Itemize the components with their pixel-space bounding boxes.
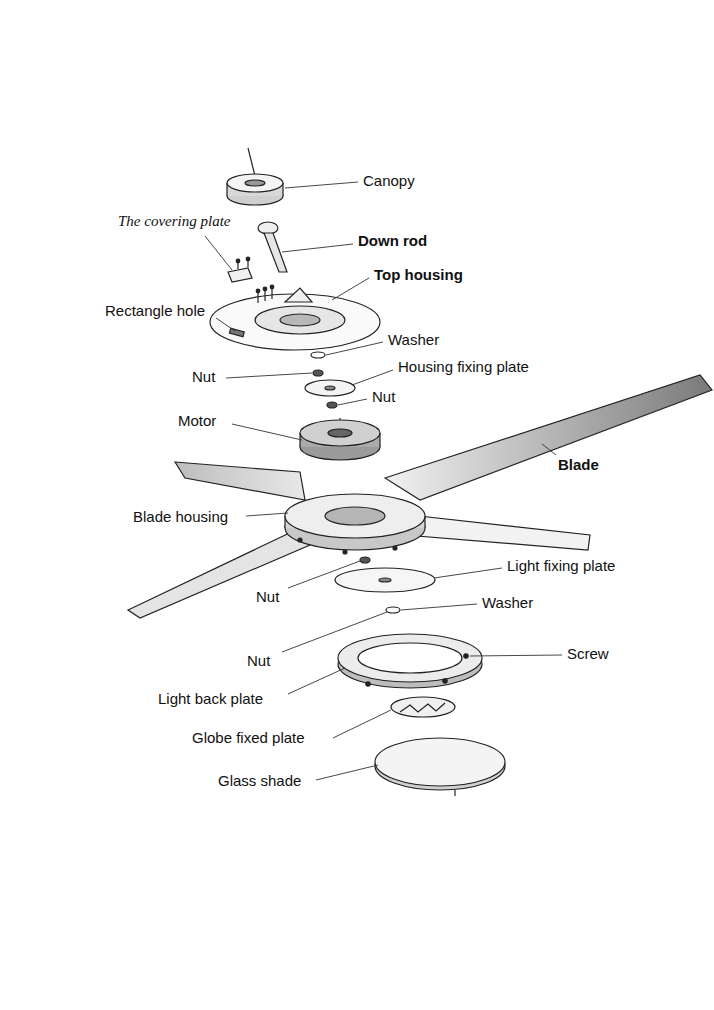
part-label: Screw xyxy=(567,645,609,663)
glass-shade-tip xyxy=(454,790,455,796)
housing-fixing-plate xyxy=(305,380,355,396)
part-label: Blade xyxy=(558,456,599,474)
plate-hole xyxy=(325,386,335,390)
screw-head xyxy=(256,289,260,293)
canopy-hole xyxy=(245,180,265,186)
leader-line xyxy=(352,370,393,385)
light-back-plate xyxy=(338,634,482,682)
leader-line xyxy=(285,182,358,188)
leader-line xyxy=(226,373,312,378)
part-label: Glass shade xyxy=(218,772,301,790)
glass-shade xyxy=(375,738,505,786)
blade xyxy=(405,515,590,550)
plate-hole xyxy=(379,578,391,582)
leader-line xyxy=(246,513,288,516)
screw xyxy=(298,538,302,542)
part-label: Light fixing plate xyxy=(507,557,615,575)
globe-fixed-plate xyxy=(391,697,455,717)
part-label: Nut xyxy=(372,388,395,406)
nut xyxy=(327,402,337,408)
part-label: Washer xyxy=(388,331,439,349)
part-label: Down rod xyxy=(358,232,427,250)
leader-line xyxy=(542,444,556,455)
screw xyxy=(393,546,397,550)
part-label: Top housing xyxy=(374,266,463,284)
leader-line xyxy=(338,399,367,405)
light-fixing-plate xyxy=(335,568,435,592)
part-label: Light back plate xyxy=(158,690,263,708)
part-label: Washer xyxy=(482,594,533,612)
blade-housing-top xyxy=(285,494,425,538)
leader-line xyxy=(288,668,345,694)
screw xyxy=(366,682,370,686)
canopy-top xyxy=(227,174,283,192)
nut xyxy=(313,370,323,376)
down-rod xyxy=(264,233,287,272)
nut xyxy=(360,557,370,563)
leader-line xyxy=(470,655,562,656)
leader-line xyxy=(434,568,502,578)
part-label: Nut xyxy=(192,368,215,386)
leader-line xyxy=(326,342,383,355)
washer xyxy=(386,607,400,613)
light-back-plate-opening xyxy=(358,643,462,673)
rectangle-hole xyxy=(229,328,244,336)
down-rod-ball xyxy=(258,222,278,234)
part-label: Blade housing xyxy=(133,508,228,526)
top-housing-hole xyxy=(280,314,320,326)
wire xyxy=(400,703,445,712)
screw-head xyxy=(263,287,267,291)
leader-line xyxy=(401,604,477,610)
motor-top xyxy=(300,420,380,446)
top-housing-ring xyxy=(255,306,345,334)
part-label: Nut xyxy=(256,588,279,606)
top-housing-tab xyxy=(285,288,312,302)
leader-line xyxy=(216,318,235,331)
screw xyxy=(264,290,265,301)
motor-hub xyxy=(328,429,352,437)
leader-line xyxy=(282,244,353,252)
screw-head xyxy=(270,285,274,289)
screw xyxy=(443,679,447,683)
leader-line xyxy=(332,278,369,300)
part-label: Rectangle hole xyxy=(105,302,205,320)
blade xyxy=(175,462,305,500)
part-label: Housing fixing plate xyxy=(398,358,529,376)
part-label: Globe fixed plate xyxy=(192,729,305,747)
part-label: The covering plate xyxy=(118,212,230,230)
part-label: Canopy xyxy=(363,172,415,190)
screw xyxy=(271,288,272,299)
leader-line xyxy=(288,561,360,588)
screw xyxy=(464,654,468,658)
leader-line xyxy=(205,236,232,270)
part-label: Nut xyxy=(247,652,270,670)
part-label: Motor xyxy=(178,412,216,430)
washer xyxy=(311,352,325,358)
leader-line xyxy=(282,612,387,652)
screw xyxy=(257,292,258,303)
leader-line xyxy=(333,710,391,738)
blade xyxy=(385,375,712,500)
leader-line xyxy=(232,424,302,440)
supply-wire xyxy=(248,148,255,176)
blade-housing-hole xyxy=(325,507,385,525)
screw-head xyxy=(236,259,240,263)
blade xyxy=(128,528,310,618)
screw xyxy=(343,550,347,554)
screw-head xyxy=(246,257,250,261)
leader-line xyxy=(316,765,378,780)
